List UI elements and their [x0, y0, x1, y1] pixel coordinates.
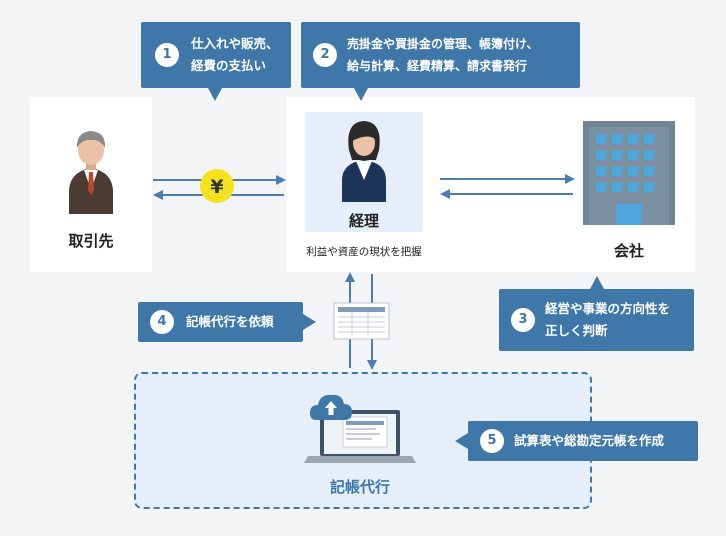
ledger-document-icon — [333, 302, 390, 340]
supplier-label: 取引先 — [68, 232, 114, 250]
outsourcing-label: 記帳代行 — [329, 478, 390, 496]
callout-2: 2 売掛金や買掛金の管理、帳簿付け、 給与計算、経費精算、請求書発行 — [301, 22, 580, 88]
callout-2-pointer — [354, 88, 368, 101]
callout-1-line-1: 仕入れや販売、 — [191, 36, 279, 51]
callout-2-number: 2 — [313, 43, 337, 67]
businesswoman-icon — [342, 121, 386, 202]
callout-3-text: 経営や事業の方向性を 正しく判断 — [545, 298, 670, 342]
callout-2-line-2: 給与計算、経費精算、請求書発行 — [347, 59, 528, 73]
callout-3: 3 経営や事業の方向性を 正しく判断 — [499, 289, 694, 351]
callout-3-number: 3 — [511, 308, 535, 332]
callout-5-pointer — [455, 433, 468, 449]
callout-1: 1 仕入れや販売、 経費の支払い — [141, 22, 291, 88]
callout-5-number: 5 — [480, 429, 504, 453]
callout-2-line-1: 売掛金や買掛金の管理、帳簿付け、 — [347, 37, 539, 51]
businessman-icon — [69, 131, 113, 214]
office-building-icon — [583, 121, 675, 225]
callout-4-pointer — [303, 314, 316, 330]
callout-1-text: 仕入れや販売、 経費の支払い — [191, 33, 279, 77]
callout-1-pointer — [208, 88, 222, 101]
accounting-label: 経理 — [348, 212, 379, 230]
callout-4-number: 4 — [150, 310, 174, 334]
accounting-sublabel: 利益や資産の現状を把握 — [306, 246, 422, 258]
yen-coin-icon — [200, 169, 234, 203]
callout-3-line-2: 正しく判断 — [545, 323, 608, 338]
callout-2-text: 売掛金や買掛金の管理、帳簿付け、 給与計算、経費精算、請求書発行 — [347, 33, 538, 77]
callout-1-line-2: 経費の支払い — [191, 58, 267, 73]
callout-4-text: 記帳代行を依頼 — [186, 314, 274, 329]
laptop-cloud-upload-icon — [304, 394, 416, 463]
company-label: 会社 — [613, 242, 644, 260]
yen-symbol: ¥ — [210, 176, 223, 198]
callout-3-pointer — [590, 276, 604, 289]
callout-5-text: 試算表や総勘定元帳を作成 — [514, 433, 665, 448]
callout-5: 5 試算表や総勘定元帳を作成 — [468, 421, 698, 461]
callout-4: 4 記帳代行を依頼 — [138, 302, 303, 342]
callout-1-number: 1 — [155, 43, 179, 67]
callout-3-line-1: 経営や事業の方向性を — [545, 301, 671, 316]
